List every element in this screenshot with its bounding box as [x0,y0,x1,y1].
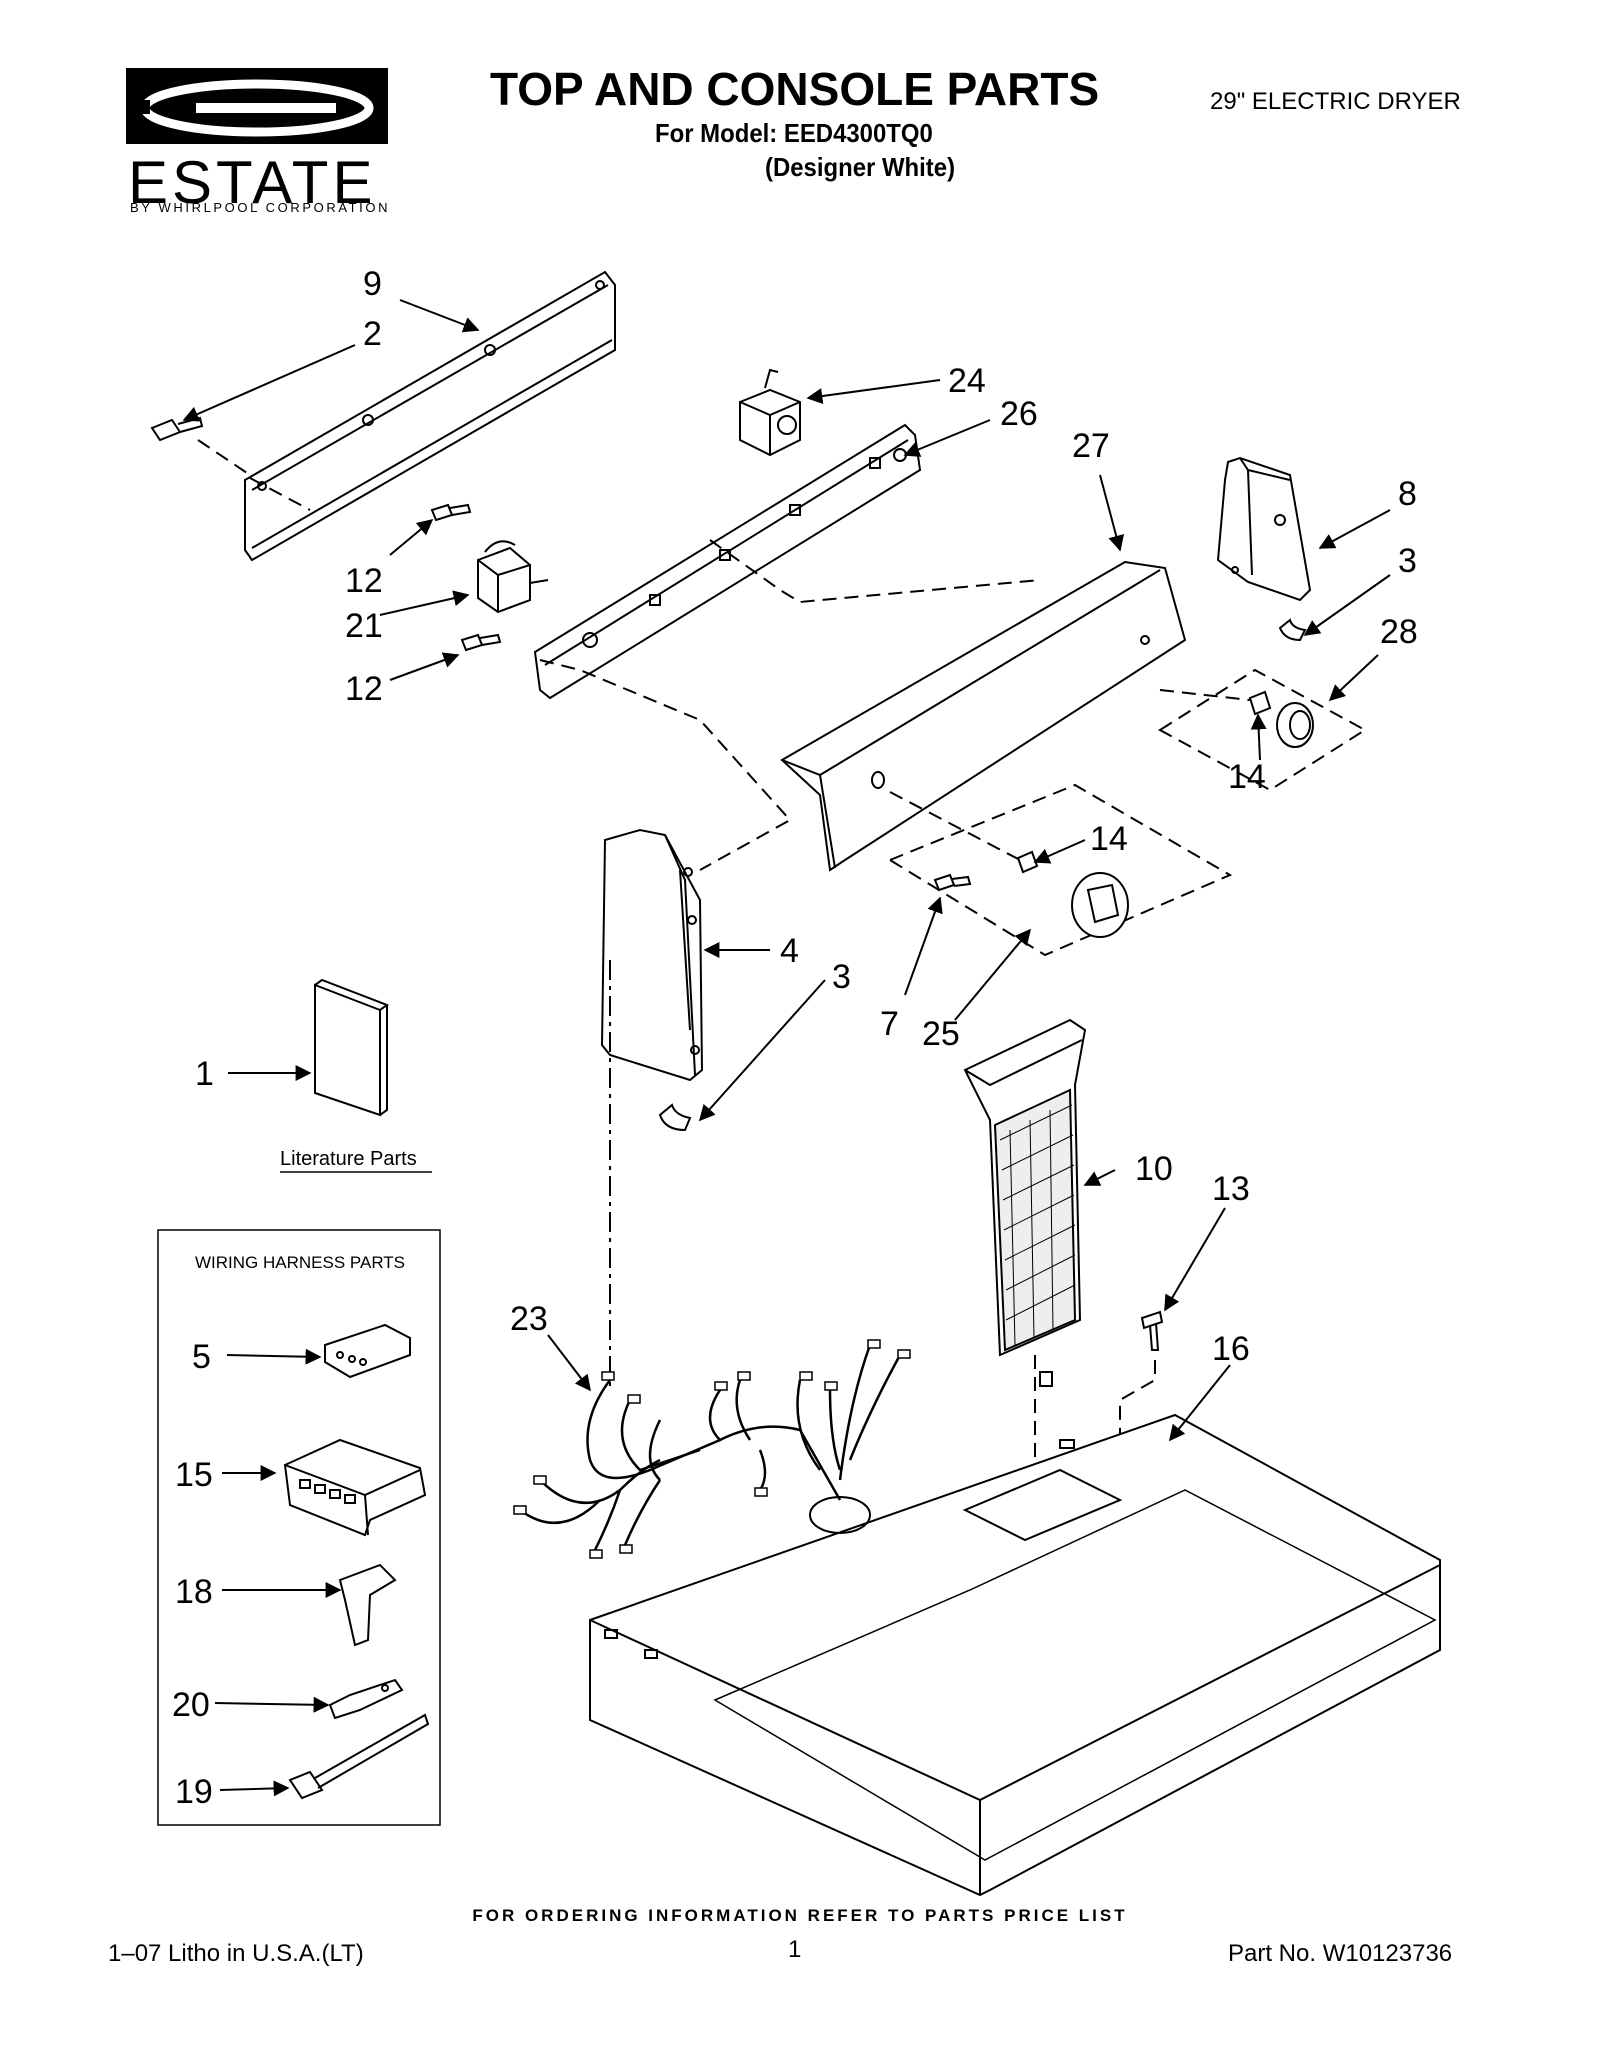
callout-25: 25 [922,1015,960,1053]
part-26-control-bracket [533,423,922,700]
callout-5: 5 [192,1338,211,1376]
color-line: (Designer White) [765,152,956,182]
litho-line: 1–07 Litho in U.S.A.(LT) [108,1940,364,1967]
callout-2: 2 [363,315,382,353]
ordering-note: FOR ORDERING INFORMATION REFER TO PARTS … [472,1906,1128,1925]
part-2-screw [150,416,204,442]
callout-3-upper: 3 [1398,542,1417,580]
callout-26: 26 [1000,395,1038,433]
callout-10: 10 [1135,1150,1173,1188]
callout-1: 1 [195,1055,214,1093]
part-3-clip-lower [658,1103,692,1132]
callout-21: 21 [345,607,383,645]
part-10-lint-screen [963,1018,1087,1357]
part-27-console [780,560,1187,872]
callout-9: 9 [363,265,382,303]
callout-3-lower: 3 [832,958,851,996]
part-7-screw [933,873,972,892]
product-type: 29" ELECTRIC DRYER [1210,88,1461,115]
callout-12-lower: 12 [345,670,383,708]
part-1-literature [314,978,390,1117]
part-4-end-cap [600,828,704,1082]
callout-18: 18 [175,1573,213,1611]
wire-terminals [513,1339,911,1559]
part-24-timer [739,368,801,457]
part-28-knob [1276,702,1314,748]
callout-8: 8 [1398,475,1417,513]
part-14-spring-upper [1248,690,1272,716]
callout-14-upper: 14 [1228,758,1266,796]
wiring-harness-title: WIRING HARNESS PARTS [195,1253,405,1272]
callout-16: 16 [1212,1330,1250,1368]
callout-28: 28 [1380,613,1418,651]
estate-logo-mark [126,68,388,144]
wiring-box-frame [157,1229,441,1826]
part-12-screw-upper [430,503,472,522]
part-8-end-cap [1216,456,1312,602]
callout-27: 27 [1072,427,1110,465]
callout-4: 4 [780,932,799,970]
logo-subtitle: BY WHIRLPOOL CORPORATION [130,200,391,215]
callout-7: 7 [880,1005,899,1043]
literature-parts-label: Literature Parts [280,1148,417,1170]
callout-15: 15 [175,1456,213,1494]
callout-24: 24 [948,362,986,400]
leader-arrows [182,299,1391,1797]
page-title: TOP AND CONSOLE PARTS [490,63,1100,115]
callout-23: 23 [510,1300,548,1338]
part-25-knob [1071,872,1129,938]
callout-12-upper: 12 [345,562,383,600]
part-5-connector [324,1323,411,1379]
part-23-wiring-harness [519,1344,902,1551]
callout-19: 19 [175,1773,213,1811]
model-line: For Model: EED4300TQ0 [655,118,933,148]
part-number: Part No. W10123736 [1228,1940,1453,1967]
part-19-cable-tie [288,1713,430,1800]
part-16-top-panel [589,1371,1441,1897]
part-21-switch [477,540,549,614]
callout-13: 13 [1212,1170,1250,1208]
part-15-terminal-block [283,1438,427,1537]
part-12-screw-lower [460,633,502,652]
part-18-wire-clip [338,1563,397,1647]
logo-brand: ESTATE [128,149,377,216]
callout-14-lower: 14 [1090,820,1128,858]
callout-20: 20 [172,1686,210,1724]
part-20-terminal [328,1678,404,1720]
part-14-spring-lower [1016,850,1039,874]
page-number: 1 [788,1936,802,1963]
part-13-screw [1140,1310,1164,1351]
part-9-rear-panel [244,270,616,562]
part-3-clip-upper [1278,618,1307,642]
callout-labels: 9 2 24 26 27 8 3 28 12 21 12 14 14 4 3 7… [172,265,1418,1811]
